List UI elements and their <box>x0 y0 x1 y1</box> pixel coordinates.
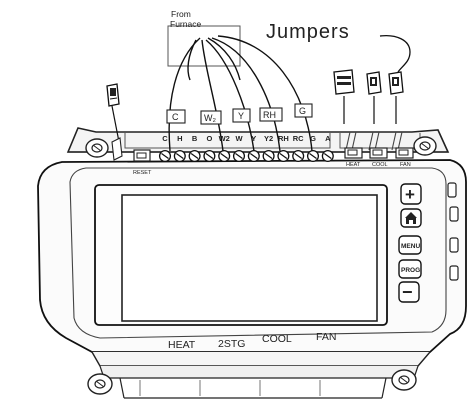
terminal-screw-w[interactable] <box>232 149 246 163</box>
wire-y <box>205 39 255 152</box>
terminal-screw-y[interactable] <box>247 149 260 163</box>
home-icon <box>405 212 417 224</box>
jumper-switch-cool[interactable] <box>369 147 388 159</box>
terminal-label-g: G <box>310 134 316 143</box>
prog-button-label: PROG <box>401 267 420 274</box>
jumper-switch-fan[interactable] <box>395 147 414 159</box>
wire-tag-rh: RH <box>259 107 283 122</box>
terminal-label-b: B <box>192 134 198 143</box>
terminal-screw-g[interactable] <box>306 149 320 163</box>
plus-button[interactable]: + <box>400 183 422 205</box>
mode-label-fan: FAN <box>316 331 336 343</box>
jumpers-leader-line <box>379 34 411 73</box>
jumper-label-fan: FAN <box>400 162 411 168</box>
terminal-screw-rh[interactable] <box>277 149 290 163</box>
jumper-block-fan <box>388 71 404 95</box>
wire-tag-w2-text: W₂ <box>204 113 216 123</box>
jumper-block-cool <box>366 71 382 95</box>
mode-label-cool: COOL <box>262 333 292 345</box>
bottom-right-screw <box>391 369 417 391</box>
furnace-label: Furnace <box>170 19 201 29</box>
terminal-label-rh: RH <box>278 134 289 143</box>
wire-tag-g: G <box>294 103 313 118</box>
right-side-tabs <box>447 182 459 281</box>
lcd-screen <box>94 184 388 326</box>
terminal-label-w2: W2 <box>219 134 230 143</box>
terminal-screw-h[interactable] <box>173 149 186 163</box>
terminal-screw-o[interactable] <box>203 149 216 163</box>
terminal-label-c: C <box>162 134 168 143</box>
left-side-latch <box>111 137 123 161</box>
mode-label-2stg: 2STG <box>218 338 245 350</box>
terminal-label-w: W <box>235 134 243 143</box>
menu-button-label: MENU <box>401 243 420 250</box>
terminal-label-y: Y <box>251 134 256 143</box>
terminal-screw-w2[interactable] <box>218 149 231 163</box>
wire-tag-y: Y <box>232 108 251 123</box>
top-left-screw <box>85 138 109 158</box>
mode-label-heat: HEAT <box>168 339 196 351</box>
wire-tag-c-text: C <box>172 112 179 122</box>
jumper-block-heat <box>333 69 355 95</box>
from-label: From <box>171 9 191 19</box>
terminal-housing <box>66 127 450 153</box>
terminal-screw-y2[interactable] <box>262 149 275 163</box>
jumper-label-cool: COOL <box>372 162 388 168</box>
reset-label: RESET <box>133 170 152 176</box>
menu-button[interactable]: MENU <box>398 235 422 255</box>
terminal-screw-b[interactable] <box>188 149 201 163</box>
jumper-block-left <box>106 83 120 107</box>
wire-tag-rh-text: RH <box>263 110 276 120</box>
home-button[interactable] <box>400 208 422 228</box>
minus-button-label: − <box>402 282 413 302</box>
furnace-wires <box>168 35 313 152</box>
wire-rh <box>211 37 281 152</box>
plus-button-label: + <box>405 185 415 204</box>
terminal-screw-rc[interactable] <box>292 149 305 163</box>
terminal-label-rc: RC <box>293 134 304 143</box>
wire-g <box>217 35 313 152</box>
minus-button[interactable]: − <box>398 281 420 303</box>
jumpers-title: Jumpers <box>266 21 350 43</box>
wire-tag-w2: W₂ <box>200 110 222 125</box>
terminal-label-y2: Y2 <box>264 134 273 143</box>
terminal-screws <box>158 149 334 163</box>
terminal-screw-a[interactable] <box>321 149 334 163</box>
wire-tag-y-text: Y <box>238 111 244 121</box>
wire-tag-c: C <box>166 109 186 124</box>
jumper-switch-heat[interactable] <box>344 147 363 159</box>
wire-tag-g-text: G <box>299 106 306 116</box>
wire-w2 <box>201 39 224 152</box>
top-right-screw <box>413 136 437 156</box>
furnace-source-box <box>167 25 241 67</box>
jumper-label-heat: HEAT <box>346 162 361 168</box>
reset-switch[interactable] <box>133 149 151 162</box>
terminal-label-h: H <box>177 134 182 143</box>
terminal-label-o: O <box>206 134 212 143</box>
bottom-left-screw <box>87 373 113 395</box>
terminal-label-a: A <box>325 134 331 143</box>
terminal-screw-c[interactable] <box>158 149 172 163</box>
prog-button[interactable]: PROG <box>398 259 422 279</box>
